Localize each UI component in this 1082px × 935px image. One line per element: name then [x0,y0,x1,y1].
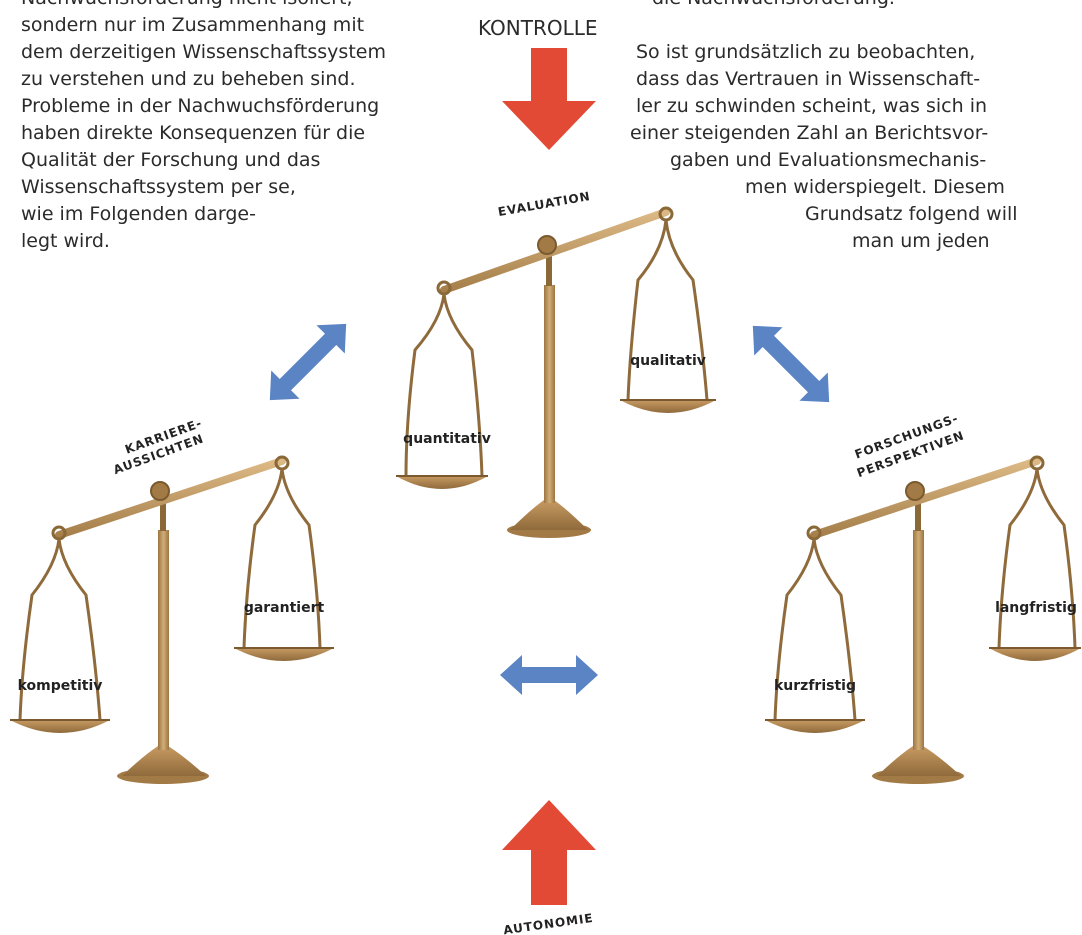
left-line: Probleme in der Nachwuchsförderung [21,95,380,117]
left-line: sondern nur im Zusammenhang mit [21,14,365,36]
right-line: dass das Vertrauen in Wissenschaft- [636,68,981,90]
left-line: Nachwuchsförderung nicht isoliert, [21,0,386,12]
left-line: legt wird. [21,230,110,252]
right-line: einer steigenden Zahl an Berichtsvor- [630,122,989,144]
left-line: wie im Folgenden darge- [21,203,256,225]
left-paragraph: Nachwuchsförderung nicht isoliert, sonde… [21,0,386,255]
double-arrow-center [500,655,598,695]
left-line: Qualität der Forschung und das [21,149,321,171]
right-line: men widerspiegelt. Diesem [745,176,1005,198]
right-line: gaben und Evaluationsmechanis- [670,149,987,171]
autonomie-label: AUTONOMIE [502,911,594,935]
double-arrow-left [269,323,347,401]
left-line: dem derzeitigen Wissenschaftssystem [21,41,386,63]
kontrolle-label: KONTROLLE [478,16,598,40]
pan-label-quantitativ: quantitativ [403,431,491,447]
right-line: man um jeden [852,230,990,252]
right-paragraph: die Nachwuchsförderung. So ist grundsätz… [630,0,1082,255]
left-line: haben direkte Konsequenzen für die [21,122,366,144]
autonomie-arrow [502,800,596,905]
left-line: Wissenschaftssystem per se, [21,176,296,198]
scale-forschung: kurzfristig langfristig FORSCHUNGS- PERS… [765,411,1081,784]
right-line: die Nachwuchsförderung. [630,0,1082,12]
scale-title-evaluation: EVALUATION [497,189,592,219]
right-line: So ist grundsätzlich zu beobachten, [636,41,976,63]
pan-label-kurzfristig: kurzfristig [774,678,856,694]
double-arrow-right [752,325,830,403]
pan-label-kompetitiv: kompetitiv [18,678,103,694]
scale-karriere: kompetitiv garantiert KARRIERE- AUSSICHT… [10,416,334,784]
pan-label-qualitativ: qualitativ [630,353,706,369]
scale-evaluation: quantitativ qualitativ EVALUATION [396,189,716,538]
right-line: Grundsatz folgend will [805,203,1018,225]
right-line: ler zu schwinden scheint, was sich in [636,95,988,117]
pan-label-garantiert: garantiert [244,600,325,616]
kontrolle-arrow [502,48,596,150]
pan-label-langfristig: langfristig [995,600,1077,616]
left-line: zu verstehen und zu beheben sind. [21,68,356,90]
